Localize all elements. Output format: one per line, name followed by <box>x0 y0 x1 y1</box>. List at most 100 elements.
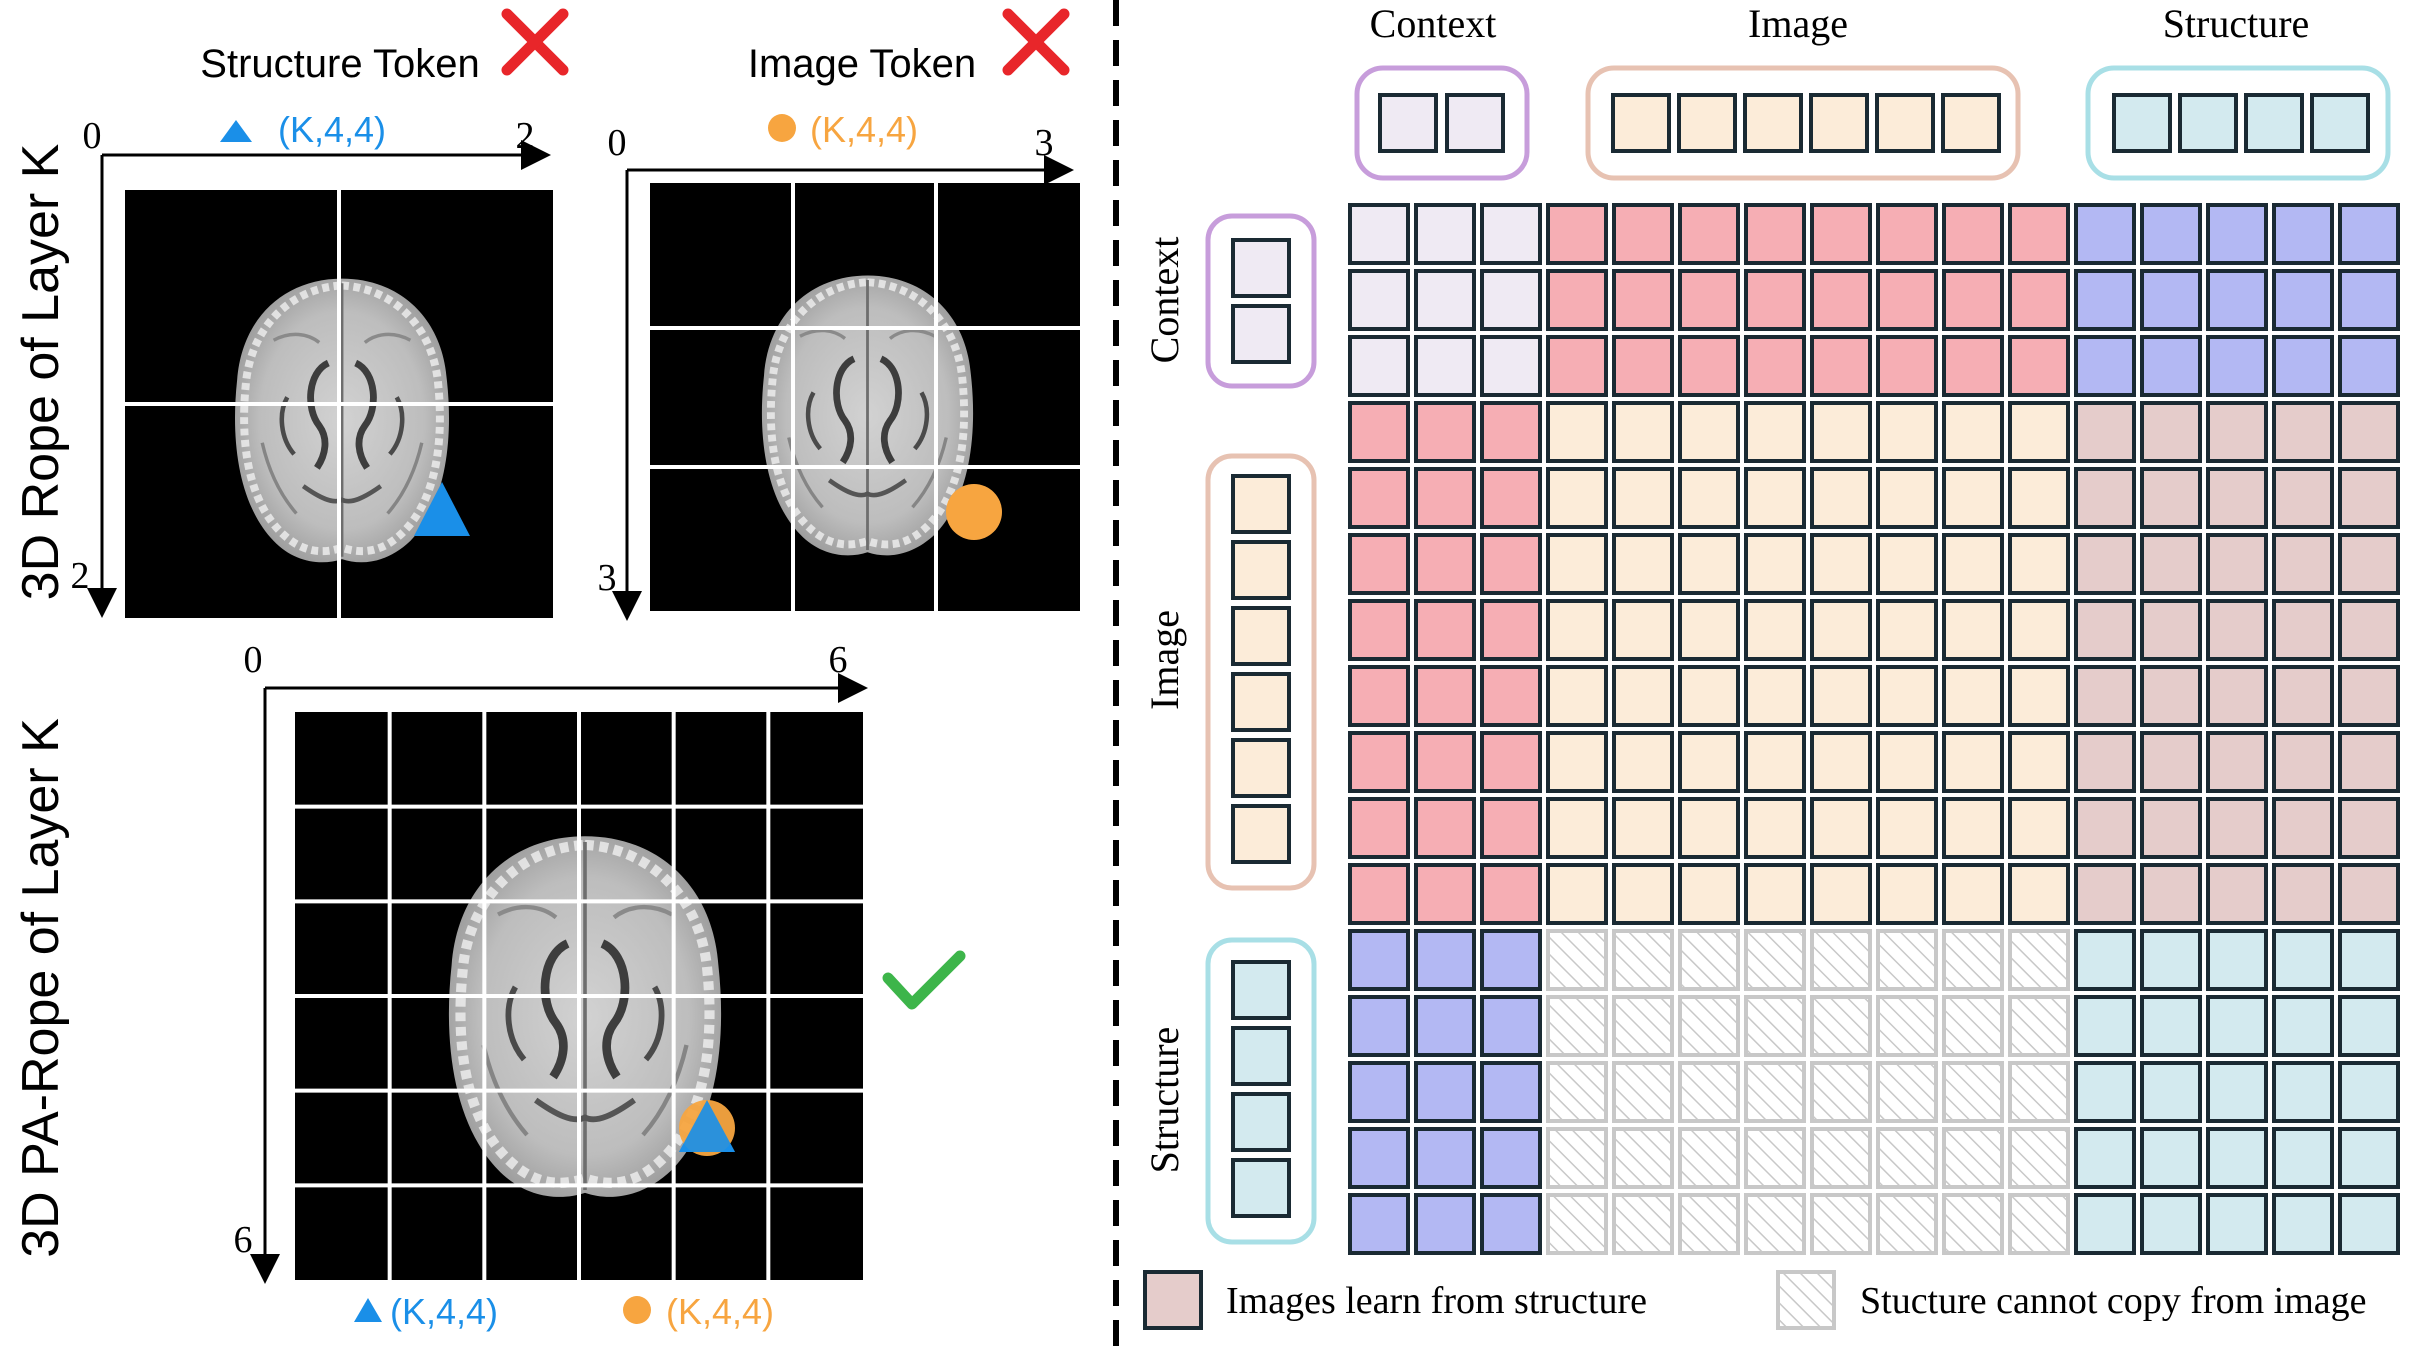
structure-image-cell <box>1678 1061 1740 1123</box>
image-context-cell <box>1414 533 1476 595</box>
structure-cell <box>2074 1193 2136 1255</box>
context-structure-cell <box>2206 269 2268 331</box>
context-cell <box>1348 203 1410 265</box>
image-structure-cell <box>2206 401 2268 463</box>
image-cell <box>1546 401 1608 463</box>
image-structure-cell <box>2206 467 2268 529</box>
image-structure-cell <box>2140 401 2202 463</box>
image-brain-image <box>650 183 1080 611</box>
context-structure-cell <box>2206 335 2268 397</box>
image-context-cell <box>1480 599 1542 661</box>
structure-image-cell <box>1612 929 1674 991</box>
image-cell <box>1876 599 1938 661</box>
image-structure-cell <box>2074 797 2136 859</box>
image-cell <box>1810 467 1872 529</box>
structure-cell <box>2272 1061 2334 1123</box>
context-image-cell <box>1744 269 1806 331</box>
structure-image-cell <box>1810 929 1872 991</box>
image-structure-cell <box>2338 599 2400 661</box>
image-context-cell <box>1348 665 1410 727</box>
pa-brain-image <box>295 712 863 1280</box>
structure-token <box>2178 93 2238 153</box>
structure-token-marker <box>414 482 470 536</box>
image-cell <box>1942 401 2004 463</box>
structure-image-cell <box>2008 1193 2070 1255</box>
structure-cell <box>2272 929 2334 991</box>
image-structure-cell <box>2074 533 2136 595</box>
image-cell <box>1744 599 1806 661</box>
circle-icon <box>768 114 796 142</box>
image-structure-cell <box>2272 797 2334 859</box>
image-cell <box>1612 797 1674 859</box>
image-cell <box>1546 599 1608 661</box>
image-structure-cell <box>2140 863 2202 925</box>
context-cell <box>1480 203 1542 265</box>
context-image-cell <box>1612 203 1674 265</box>
image-cell <box>1942 863 2004 925</box>
image-cell <box>1810 401 1872 463</box>
image-cell <box>1678 533 1740 595</box>
image-structure-cell <box>2272 599 2334 661</box>
image-structure-cell <box>2074 401 2136 463</box>
structure-coord: (K,4,4) <box>278 109 386 150</box>
structure-image-cell <box>1612 1061 1674 1123</box>
context-cell <box>1480 269 1542 331</box>
image-structure-cell <box>2206 665 2268 727</box>
image-cell <box>2008 863 2070 925</box>
image-structure-cell <box>2074 863 2136 925</box>
structure-cell <box>2338 1061 2400 1123</box>
structure-image-cell <box>1876 1193 1938 1255</box>
context-cell <box>1348 335 1410 397</box>
pa-coord-circle: (K,4,4) <box>666 1291 774 1332</box>
image-cell <box>1612 467 1674 529</box>
image-structure-cell <box>2140 467 2202 529</box>
structure-context-cell <box>1414 1193 1476 1255</box>
structure-cell <box>2272 1127 2334 1189</box>
structure-cell <box>2272 1193 2334 1255</box>
image-structure-cell <box>2338 797 2400 859</box>
image-cell <box>1876 533 1938 595</box>
image-cell <box>1546 731 1608 793</box>
image-token <box>1231 672 1291 732</box>
structure-image-cell <box>1810 1127 1872 1189</box>
context-image-cell <box>1876 203 1938 265</box>
structure-cell <box>2140 1127 2202 1189</box>
image-structure-cell <box>2338 401 2400 463</box>
image-token-panel: Image Token (K,4,4) 0 3 3 <box>598 8 1080 621</box>
image-context-cell <box>1414 863 1476 925</box>
structure-cell <box>2206 1061 2268 1123</box>
image-structure-cell <box>2272 467 2334 529</box>
structure-image-cell <box>1876 1061 1938 1123</box>
context-structure-cell <box>2272 269 2334 331</box>
circle-icon <box>623 1296 651 1324</box>
structure-cell <box>2206 1127 2268 1189</box>
image-cell <box>2008 467 2070 529</box>
structure-cell <box>2338 1193 2400 1255</box>
structure-cell <box>2338 995 2400 1057</box>
image-context-cell <box>1348 401 1410 463</box>
image-cell <box>1876 467 1938 529</box>
structure-image-cell <box>1942 995 2004 1057</box>
image-structure-cell <box>2074 731 2136 793</box>
structure-token <box>1231 1092 1291 1152</box>
structure-image-cell <box>1678 1193 1740 1255</box>
structure-cell <box>2074 1061 2136 1123</box>
context-token-group <box>1354 65 1530 181</box>
pa-triangle-overlay <box>679 1100 735 1152</box>
image-cell <box>1876 797 1938 859</box>
structure-context-cell <box>1348 1193 1410 1255</box>
image-context-cell <box>1348 797 1410 859</box>
image-cell <box>1678 401 1740 463</box>
context-image-cell <box>1546 203 1608 265</box>
context-image-cell <box>1942 269 2004 331</box>
image-cell <box>1942 797 2004 859</box>
pa-y-end: 6 <box>234 1219 253 1261</box>
context-image-cell <box>1546 269 1608 331</box>
image-context-cell <box>1348 599 1410 661</box>
image-structure-cell <box>2140 665 2202 727</box>
structure-brain-image <box>125 190 553 618</box>
context-image-cell <box>1744 335 1806 397</box>
structure-token-panel: Structure Token (K,4,4) 0 2 2 <box>71 8 569 618</box>
image-token <box>1231 738 1291 798</box>
image-context-cell <box>1480 797 1542 859</box>
